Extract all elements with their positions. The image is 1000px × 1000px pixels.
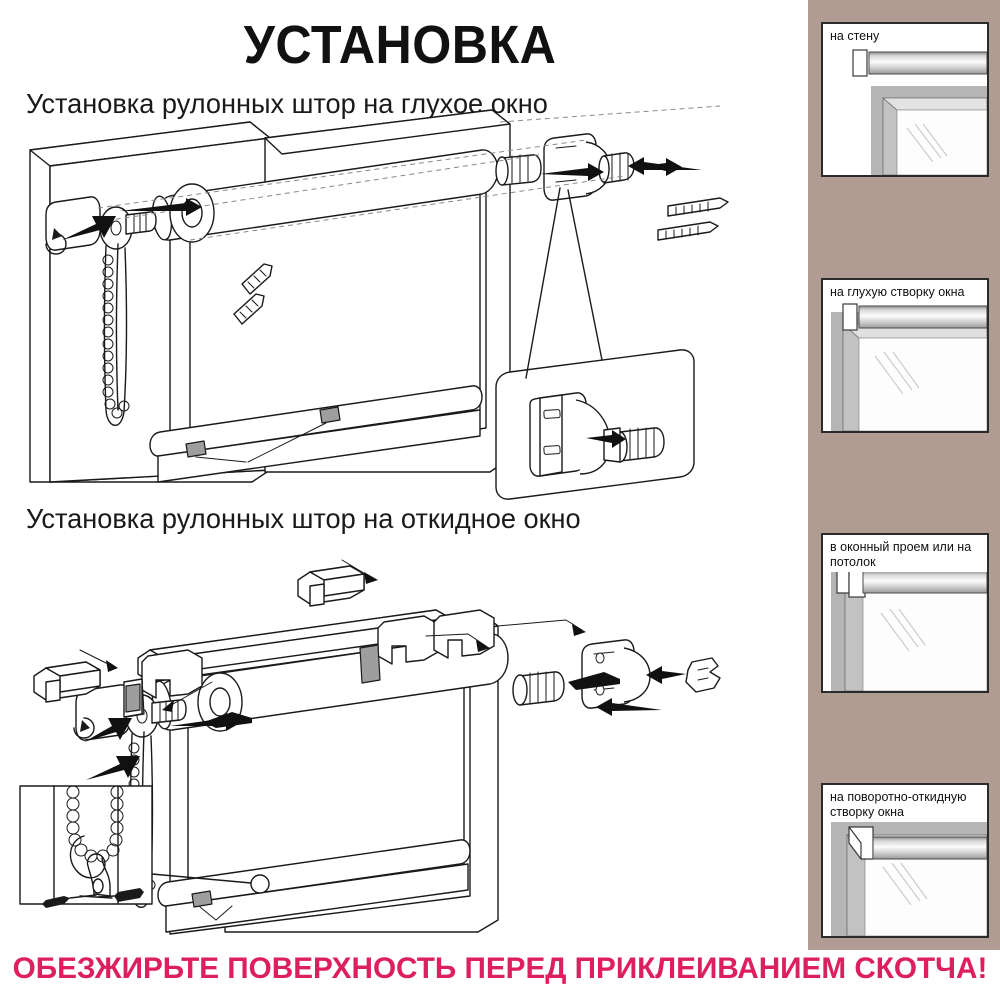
clip-bracket-left bbox=[123, 649, 203, 718]
page-title: УСТАНОВКА bbox=[243, 15, 557, 75]
panel-mount-on-wall[interactable]: на стену bbox=[821, 22, 989, 177]
illustration-tilt-window-assembly bbox=[20, 530, 810, 940]
panel-mount-on-fixed-sash[interactable]: на глухую створку окна bbox=[821, 278, 989, 433]
mounting-options-sidebar: на стену bbox=[808, 0, 1000, 950]
detail-callout-chain-tensioner bbox=[18, 778, 298, 913]
detached-clip-center bbox=[297, 565, 365, 607]
panel-mount-in-opening-or-ceiling[interactable]: в оконный проем или на потолок bbox=[821, 533, 989, 693]
hook-clip bbox=[685, 657, 721, 693]
illustration-fixed-window-assembly bbox=[20, 105, 810, 500]
detached-clip-left bbox=[33, 661, 101, 703]
rotation-icon bbox=[73, 717, 132, 742]
panel-label-mount-in-opening-or-ceiling: в оконный проем или на потолок bbox=[823, 535, 987, 572]
panel-mount-on-tilt-turn-sash[interactable]: на поворотно-откидную створку окна bbox=[821, 783, 989, 938]
panel-label-mount-on-fixed-sash: на глухую створку окна bbox=[823, 280, 987, 302]
panel-label-mount-on-tilt-turn-sash: на поворотно-откидную створку окна bbox=[823, 785, 987, 822]
section-subtitle-tilt-window: Установка рулонных штор на откидное окно bbox=[26, 503, 581, 534]
panel-art-mount-on-wall bbox=[823, 24, 987, 175]
bracket-detail-callout bbox=[495, 187, 695, 500]
panel-art-mount-on-tilt-turn-sash bbox=[823, 785, 987, 936]
panel-art-mount-on-fixed-sash bbox=[823, 280, 987, 431]
footer-warning-text: ОБЕЗЖИРЬТЕ ПОВЕРХНОСТЬ ПЕРЕД ПРИКЛЕИВАНИ… bbox=[12, 952, 988, 985]
panel-label-mount-on-wall: на стену bbox=[823, 24, 987, 46]
rotation-icon bbox=[45, 228, 67, 255]
